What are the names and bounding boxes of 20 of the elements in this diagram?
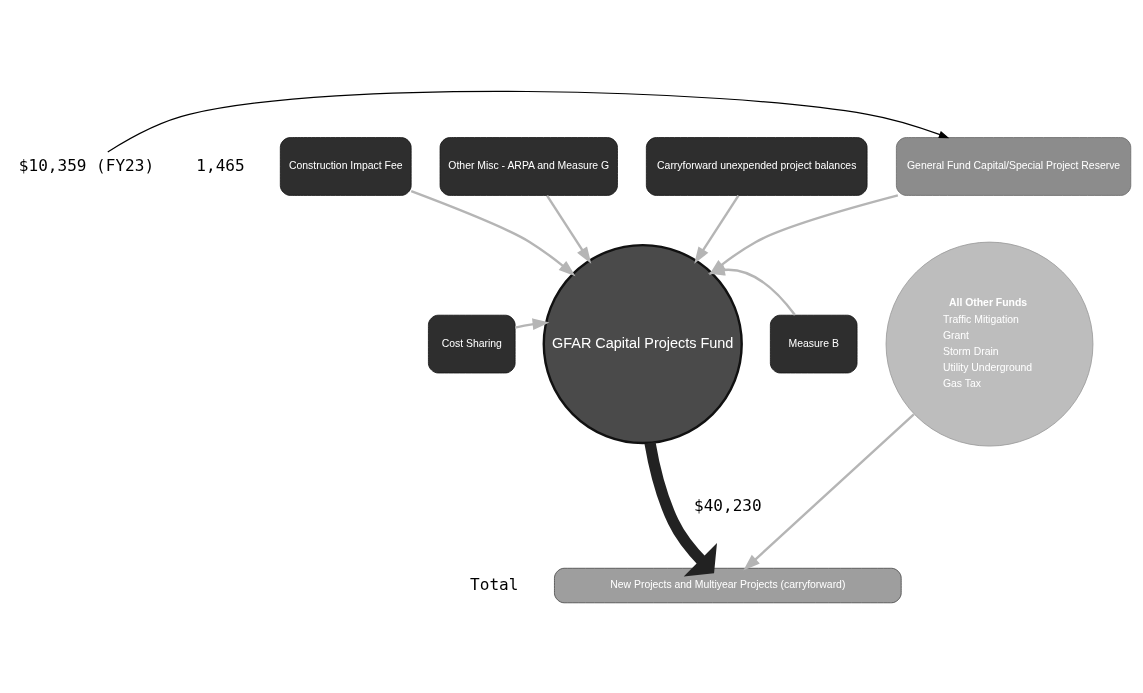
node-box: General Fund Capital/Special Project Reserve [896, 136, 1132, 196]
label: 1,465 [196, 154, 245, 174]
label: Total [470, 574, 519, 594]
arrow [546, 194, 592, 264]
arrow [644, 441, 717, 576]
node-text: $10,359 (FY23) [18, 154, 155, 174]
arrow [694, 194, 740, 264]
arrow [707, 263, 796, 316]
node-box: Carryforward unexpended project balances [645, 136, 868, 196]
node-box: Cost Sharing [428, 314, 516, 373]
arrow [410, 189, 576, 276]
arrow [743, 412, 915, 571]
node-box: Construction Impact Fee [279, 136, 412, 196]
node-box: Measure B [769, 314, 858, 373]
arrow [514, 317, 550, 330]
node-box: Other Misc - ARPA and Measure G [439, 136, 618, 196]
node-box: New Projects and Multiyear Projects (carryforward) [554, 567, 902, 603]
label: $40,230 [694, 495, 762, 515]
node-circle: All Other Funds Traffic Mitigation Grant Storm Drain Utility Underground Gas Tax [885, 241, 1094, 446]
arrow [107, 90, 950, 152]
